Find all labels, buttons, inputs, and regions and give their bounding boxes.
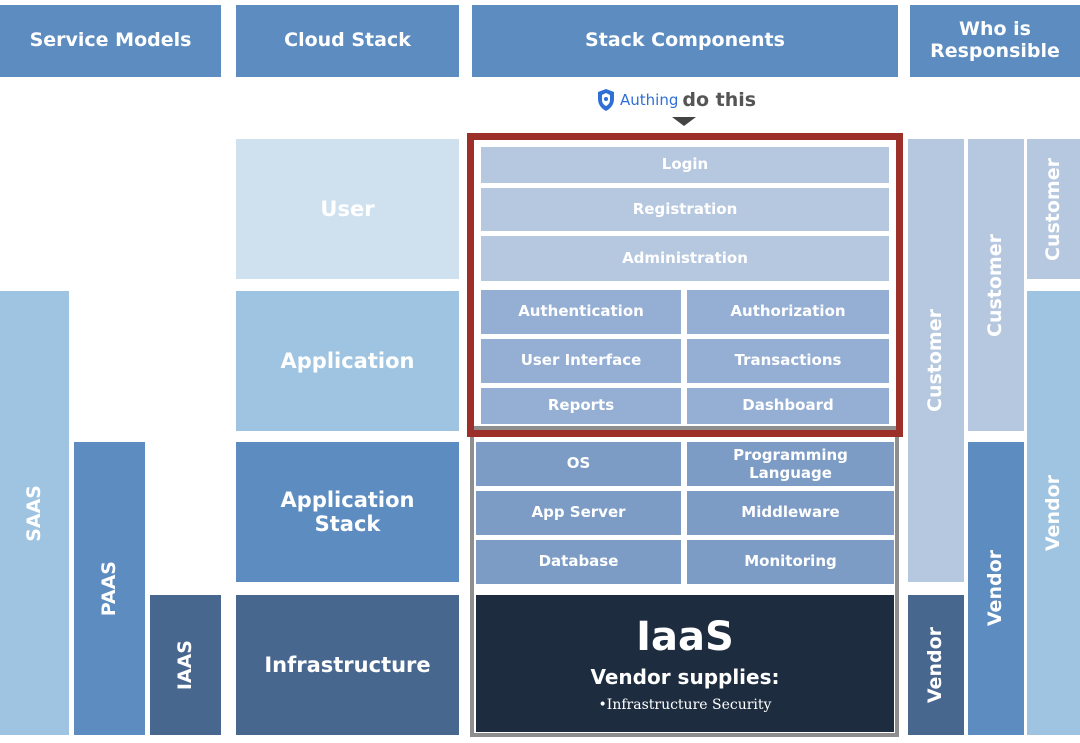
col3-customer-label: Customer bbox=[1041, 157, 1064, 261]
col2-vendor-label: Vendor bbox=[984, 550, 1007, 627]
iaas-block-title: IaaS bbox=[636, 613, 734, 660]
responsibility-col2-vendor: Vendor bbox=[968, 442, 1024, 735]
iaas-block-bullet: •Infrastructure Security bbox=[598, 696, 772, 713]
paas-label: PAAS bbox=[97, 560, 120, 617]
callout-text: do this bbox=[682, 89, 757, 111]
cloud-stack-user: User bbox=[236, 139, 459, 279]
component-authentication: Authentication bbox=[481, 290, 681, 334]
header-service-models: Service Models bbox=[0, 5, 221, 77]
component-authorization: Authorization bbox=[687, 290, 889, 334]
responsibility-col3-customer: Customer bbox=[1027, 139, 1080, 279]
component-administration: Administration bbox=[481, 236, 889, 281]
authing-scope-outline bbox=[467, 133, 903, 437]
component-dashboard: Dashboard bbox=[687, 388, 889, 424]
service-model-paas: PAAS bbox=[74, 442, 145, 735]
component-monitoring: Monitoring bbox=[687, 540, 894, 584]
component-registration: Registration bbox=[481, 188, 889, 231]
component-login: Login bbox=[481, 147, 889, 183]
responsibility-col1-customer: Customer bbox=[908, 139, 964, 582]
authing-callout: Authing do this bbox=[596, 85, 756, 115]
iaas-block-subtitle: Vendor supplies: bbox=[590, 664, 780, 689]
component-database: Database bbox=[476, 540, 681, 584]
component-transactions: Transactions bbox=[687, 339, 889, 383]
shield-icon bbox=[598, 89, 614, 111]
authing-brand: Authing bbox=[620, 91, 679, 109]
service-model-saas: SAAS bbox=[0, 291, 69, 735]
responsibility-col2-customer: Customer bbox=[968, 139, 1024, 431]
component-user-interface: User Interface bbox=[481, 339, 681, 383]
saas-label: SAAS bbox=[22, 484, 45, 542]
header-who-is-responsible: Who is Responsible bbox=[910, 5, 1080, 77]
service-model-iaas: IAAS bbox=[150, 595, 221, 735]
component-app-server: App Server bbox=[476, 491, 681, 535]
iaas-label: IAAS bbox=[173, 639, 196, 691]
col3-vendor-label: Vendor bbox=[1041, 474, 1064, 552]
iaas-block: IaaS Vendor supplies: •Infrastructure Se… bbox=[476, 595, 894, 732]
callout-arrow-icon bbox=[672, 117, 696, 126]
header-stack-components: Stack Components bbox=[472, 5, 898, 77]
cloud-stack-application-stack: Application Stack bbox=[236, 442, 459, 582]
component-reports: Reports bbox=[481, 388, 681, 424]
responsibility-col3-vendor: Vendor bbox=[1027, 291, 1080, 735]
col1-vendor-label: Vendor bbox=[924, 626, 947, 704]
cloud-stack-application: Application bbox=[236, 291, 459, 431]
col1-customer-label: Customer bbox=[924, 309, 947, 412]
cloud-stack-infrastructure: Infrastructure bbox=[236, 595, 459, 735]
col2-customer-label: Customer bbox=[984, 233, 1007, 337]
responsibility-col1-vendor: Vendor bbox=[908, 595, 964, 735]
component-middleware: Middleware bbox=[687, 491, 894, 535]
component-programming-language: Programming Language bbox=[687, 442, 894, 486]
header-cloud-stack: Cloud Stack bbox=[236, 5, 459, 77]
vendor-components-outline bbox=[470, 426, 899, 737]
component-os: OS bbox=[476, 442, 681, 486]
